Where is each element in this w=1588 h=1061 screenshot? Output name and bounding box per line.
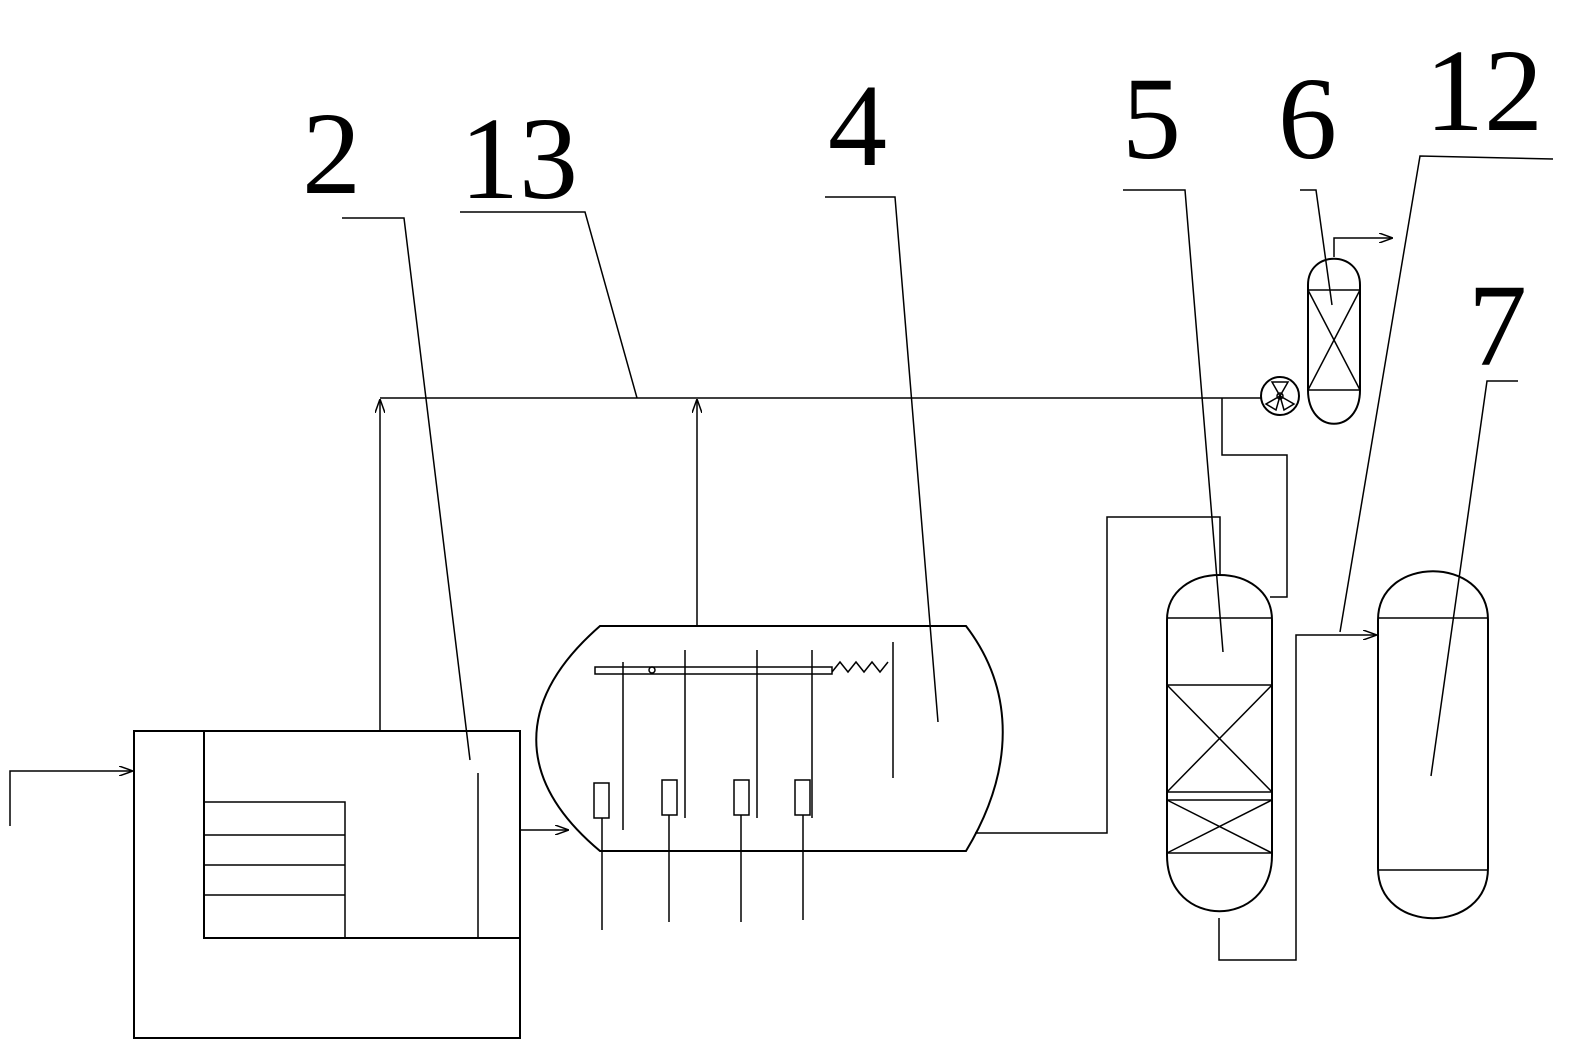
column-5	[1166, 574, 1273, 913]
leader-lines	[342, 155, 1554, 777]
label-12: 12	[1425, 25, 1543, 156]
label-2: 2	[302, 88, 361, 219]
column-6	[1307, 257, 1361, 425]
line-5-to-7	[1218, 635, 1376, 961]
vessel-7	[1377, 570, 1489, 920]
unit-2-box	[133, 730, 521, 1039]
label-4: 4	[828, 60, 887, 191]
inlet-arrow	[9, 771, 132, 826]
fan-icon	[1260, 376, 1300, 416]
label-13: 13	[460, 93, 578, 224]
vessel-4	[535, 625, 1004, 930]
label-7: 7	[1468, 260, 1527, 391]
label-5: 5	[1122, 53, 1181, 184]
line-vessel4-to-5	[975, 516, 1221, 834]
column-6-outlet	[1333, 238, 1392, 257]
label-6: 6	[1278, 53, 1337, 184]
branch-header-to-5	[1221, 398, 1288, 598]
